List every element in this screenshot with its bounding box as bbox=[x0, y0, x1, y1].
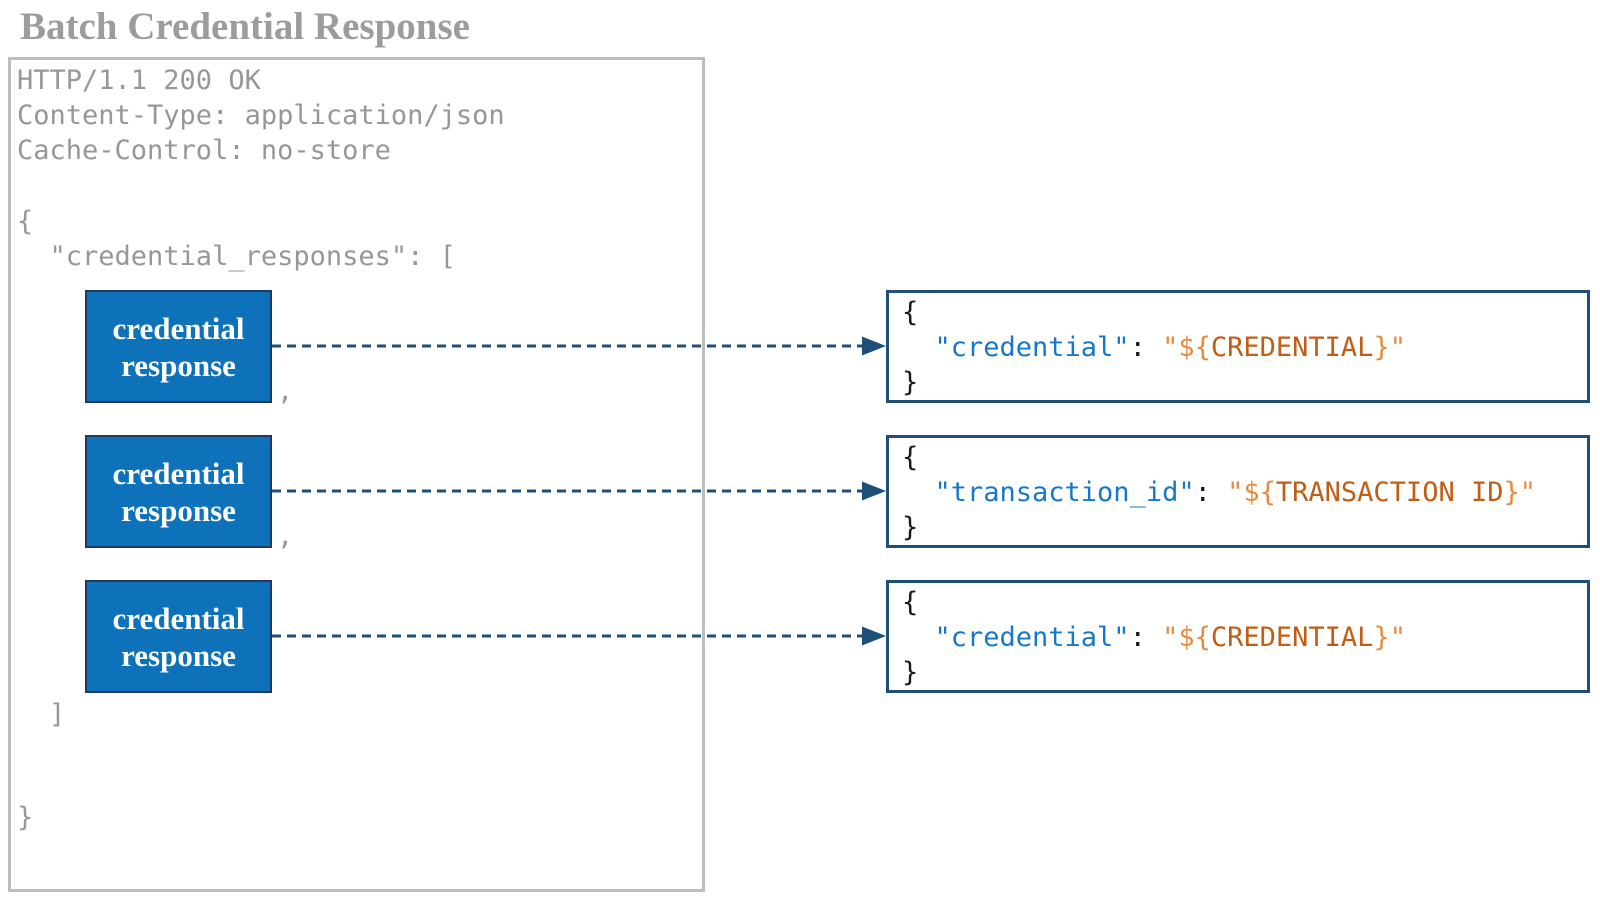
credential-response-node: credential response bbox=[85, 290, 272, 403]
json-colon: : bbox=[1129, 332, 1163, 363]
json-value-delim-open: "${ bbox=[1227, 477, 1276, 508]
json-value-placeholder: TRANSACTION ID bbox=[1275, 477, 1504, 508]
json-value-placeholder: CREDENTIAL bbox=[1210, 622, 1374, 653]
detail-close-brace: } bbox=[902, 367, 919, 398]
json-close-brace: } bbox=[17, 802, 34, 833]
detail-open-brace: { bbox=[902, 587, 919, 618]
detail-key-value-line: "credential": "${CREDENTIAL}" bbox=[902, 330, 1587, 365]
json-colon: : bbox=[1194, 477, 1228, 508]
credential-detail-box: { "credential": "${CREDENTIAL}" } bbox=[886, 580, 1590, 693]
credential-response-node-label: credential response bbox=[112, 455, 245, 528]
credential-response-node-label: credential response bbox=[112, 310, 245, 383]
credential-detail-box: { "credential": "${CREDENTIAL}" } bbox=[886, 290, 1590, 403]
credential-response-node: credential response bbox=[85, 580, 272, 693]
json-key: "credential" bbox=[934, 622, 1130, 653]
credential-response-node-label: credential response bbox=[112, 600, 245, 673]
json-array-open-line: "credential_responses": [ bbox=[17, 241, 456, 272]
array-item-separator: , bbox=[277, 376, 294, 407]
json-value-placeholder: CREDENTIAL bbox=[1210, 332, 1374, 363]
http-status-line: HTTP/1.1 200 OK bbox=[17, 65, 261, 96]
http-content-type-header: Content-Type: application/json bbox=[17, 100, 505, 131]
json-key: "credential" bbox=[934, 332, 1130, 363]
json-value-delim-close: }" bbox=[1503, 477, 1536, 508]
json-value-delim-open: "${ bbox=[1162, 622, 1211, 653]
detail-key-value-line: "credential": "${CREDENTIAL}" bbox=[902, 620, 1587, 655]
transaction-id-detail-box: { "transaction_id": "${TRANSACTION ID}" … bbox=[886, 435, 1590, 548]
http-headers: HTTP/1.1 200 OK Content-Type: applicatio… bbox=[17, 63, 505, 168]
json-value-delim-close: }" bbox=[1373, 332, 1406, 363]
detail-close-brace: } bbox=[902, 512, 919, 543]
json-value-delim-close: }" bbox=[1373, 622, 1406, 653]
diagram-title: Batch Credential Response bbox=[20, 5, 470, 48]
detail-close-brace: } bbox=[902, 657, 919, 688]
json-body-open: { "credential_responses": [ bbox=[17, 204, 456, 274]
json-array-close-bracket: ] bbox=[49, 699, 66, 730]
json-key: "transaction_id" bbox=[934, 477, 1195, 508]
detail-open-brace: { bbox=[902, 297, 919, 328]
http-cache-control-header: Cache-Control: no-store bbox=[17, 135, 391, 166]
detail-key-value-line: "transaction_id": "${TRANSACTION ID}" bbox=[902, 475, 1587, 510]
json-open-brace: { bbox=[17, 206, 34, 237]
json-colon: : bbox=[1129, 622, 1163, 653]
credential-response-node: credential response bbox=[85, 435, 272, 548]
array-item-separator: , bbox=[277, 521, 294, 552]
detail-open-brace: { bbox=[902, 442, 919, 473]
json-value-delim-open: "${ bbox=[1162, 332, 1211, 363]
